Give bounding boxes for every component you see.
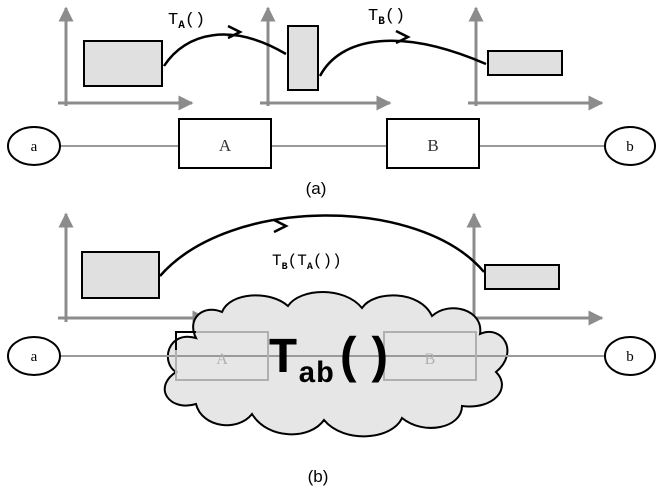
node-a <box>7 126 61 166</box>
block-b-faded <box>383 331 477 381</box>
block-a-left-edge <box>175 331 196 350</box>
caption-b: (b) <box>308 467 329 486</box>
axes-2 <box>260 6 392 111</box>
node-b-start <box>7 336 61 376</box>
axes-b-2 <box>466 212 604 326</box>
signal-box-2 <box>287 25 319 91</box>
caption-a: (a) <box>306 179 327 198</box>
axes-1 <box>58 6 194 111</box>
transform-arrowhead-b <box>395 29 411 45</box>
cloud-shape <box>163 291 509 438</box>
block-b-label: B <box>427 136 438 155</box>
transform-arrowhead-a <box>227 24 243 40</box>
panel-a: TA() TB() a A B b (a) <box>7 6 656 198</box>
transform-arrow-a <box>162 33 287 67</box>
block-a-label: A <box>219 136 232 155</box>
block-a-faded-label: A <box>216 351 228 368</box>
node-b-end-label: b <box>626 349 634 365</box>
block-a <box>178 118 272 169</box>
transform-label-b: TB() <box>368 7 405 28</box>
transform-label-a: TA() <box>168 11 205 32</box>
composed-arrowhead <box>273 218 289 234</box>
block-b-faded-label: B <box>425 351 436 368</box>
signal-box-3 <box>487 50 563 76</box>
transform-arrow-b <box>318 39 487 77</box>
block-b <box>386 118 480 169</box>
node-b-start-label: a <box>31 349 38 365</box>
node-b <box>604 126 656 166</box>
composed-arrow <box>159 214 485 277</box>
signal-box-b-1 <box>81 251 160 299</box>
signal-box-b-2 <box>484 264 560 290</box>
node-b-label: b <box>626 139 634 155</box>
node-a-label: a <box>31 139 38 155</box>
axes-3 <box>468 6 604 111</box>
panel-b: TB(TA()) a A B b Tab() (b) <box>7 212 656 486</box>
composed-label: TB(TA()) <box>272 252 342 273</box>
node-b-end <box>604 336 656 376</box>
cloud-label: Tab() <box>268 331 394 392</box>
axes-b-1 <box>58 212 208 326</box>
block-a-faded <box>175 331 269 381</box>
signal-box-1 <box>83 40 163 87</box>
